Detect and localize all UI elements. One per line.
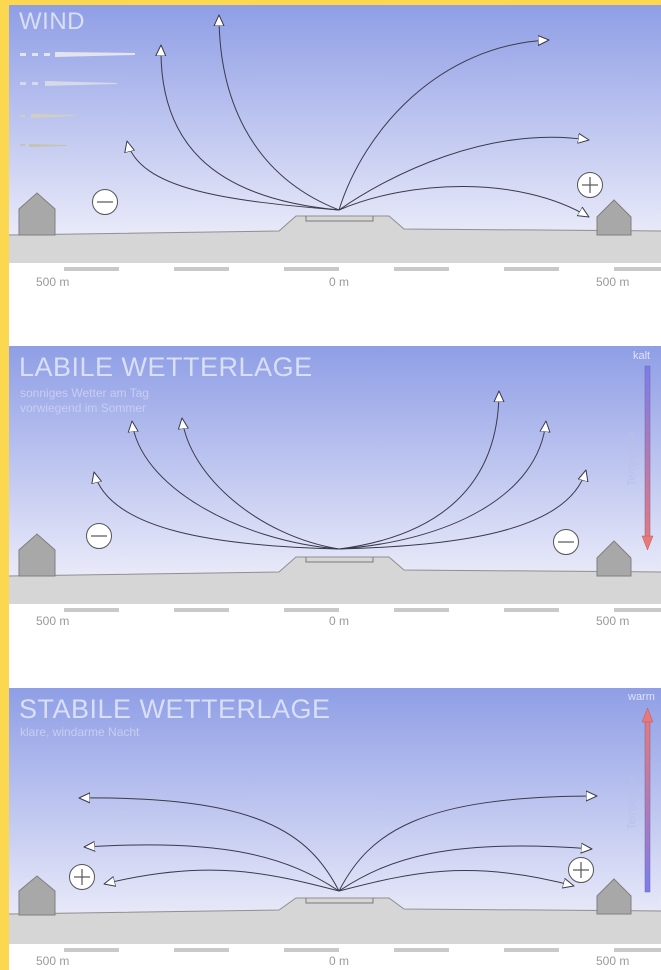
scale-label-left: 500 m [36,275,70,289]
ground-line [9,556,661,577]
plus-sign-icon [577,172,603,198]
wind-strength-4 [20,144,67,147]
air-flow-arrows [94,391,586,550]
panel-subtitle-line-1: klare, windarme Nacht [20,725,140,739]
scale-label-center: 0 m [329,614,350,628]
wind-arrow [338,40,549,211]
wind-arrows [127,15,589,217]
wind-diagram [9,5,661,271]
scale-label-center: 0 m [329,275,350,289]
runway [305,557,374,563]
border-top [0,0,661,5]
panel-title: WIND [19,8,85,35]
air-flow-arrow [94,472,340,550]
ground-line [9,897,661,915]
air-flow-arrows [79,796,597,892]
scale-label-left: 500 m [36,614,70,628]
temperature-arrow-down-icon [641,535,654,551]
sky [9,346,661,576]
runway [305,898,374,904]
panel-title: LABILE WETTERLAGE [19,352,313,382]
air-flow-arrow [338,870,574,892]
scale-label-right: 500 m [596,954,630,968]
plus-sign-icon [69,864,95,890]
house-right [596,878,632,915]
wind-legend [20,52,135,147]
minus-sign-icon [553,529,579,555]
air-flow-arrow [132,421,340,550]
panel-subtitle-line-1: sonniges Wetter am Tag [20,386,149,400]
sky [9,5,661,235]
house-left [18,875,56,916]
temperature-top-label: warm [628,691,655,703]
minus-sign-icon [86,523,112,549]
house-right [596,199,632,236]
stabile-diagram [9,688,661,952]
scale-bar [9,944,661,952]
stabile-panel: STABILE WETTERLAGE klare, windarme Nacht… [9,688,661,970]
plus-sign-icon [568,857,594,883]
minus-sign-icon [92,189,118,215]
wind-arrow [338,137,589,211]
temperature-bottom-label: kalt [641,895,659,907]
scale-bar [9,263,661,271]
panel-subtitle-line-2: vorwiegend im Sommer [20,401,147,415]
wind-arrow [338,186,589,217]
temperature-arrow-up-icon [641,707,654,723]
temperature-top-label: kalt [633,350,651,362]
air-flow-arrow [84,845,340,892]
ground [9,898,661,944]
house-right [596,540,632,577]
temperature-bar [644,719,651,893]
air-flow-arrow [182,418,340,550]
scale-label-center: 0 m [329,954,350,968]
wind-panel: WIND 500 m 0 m 500 m [9,5,661,295]
temperature-axis-label: Temperatur [626,774,638,830]
labile-diagram [9,346,661,612]
air-flow-arrow [338,846,592,892]
wind-strength-1 [20,52,135,57]
scale-label-left: 500 m [36,954,70,968]
wind-strength-3 [20,114,75,118]
runway [305,216,374,222]
panel-title: STABILE WETTERLAGE [19,694,331,724]
air-flow-arrow [338,470,586,550]
scale-label-right: 500 m [596,275,630,289]
wind-arrow [127,141,340,211]
air-flow-arrow [79,798,340,892]
temperature-bottom-label: warm [631,554,658,566]
wind-arrow [219,15,340,211]
scale-label-right: 500 m [596,614,630,628]
house-left [18,192,56,236]
air-flow-arrow [338,421,546,550]
labile-panel: LABILE WETTERLAGE sonniges Wetter am Tag… [9,346,661,636]
ground [9,557,661,604]
ground-line [9,215,661,236]
temperature-bar [644,365,651,543]
air-flow-arrow [338,391,499,550]
border-left [0,0,9,970]
sky [9,688,661,918]
ground [9,216,661,263]
air-flow-arrow [338,796,597,892]
wind-strength-2 [20,81,117,86]
scale-bar [9,604,661,612]
house-left [18,533,56,577]
wind-arrow [161,45,340,211]
air-flow-arrow [104,869,340,892]
temperature-axis-label: Temperatur [626,430,638,486]
